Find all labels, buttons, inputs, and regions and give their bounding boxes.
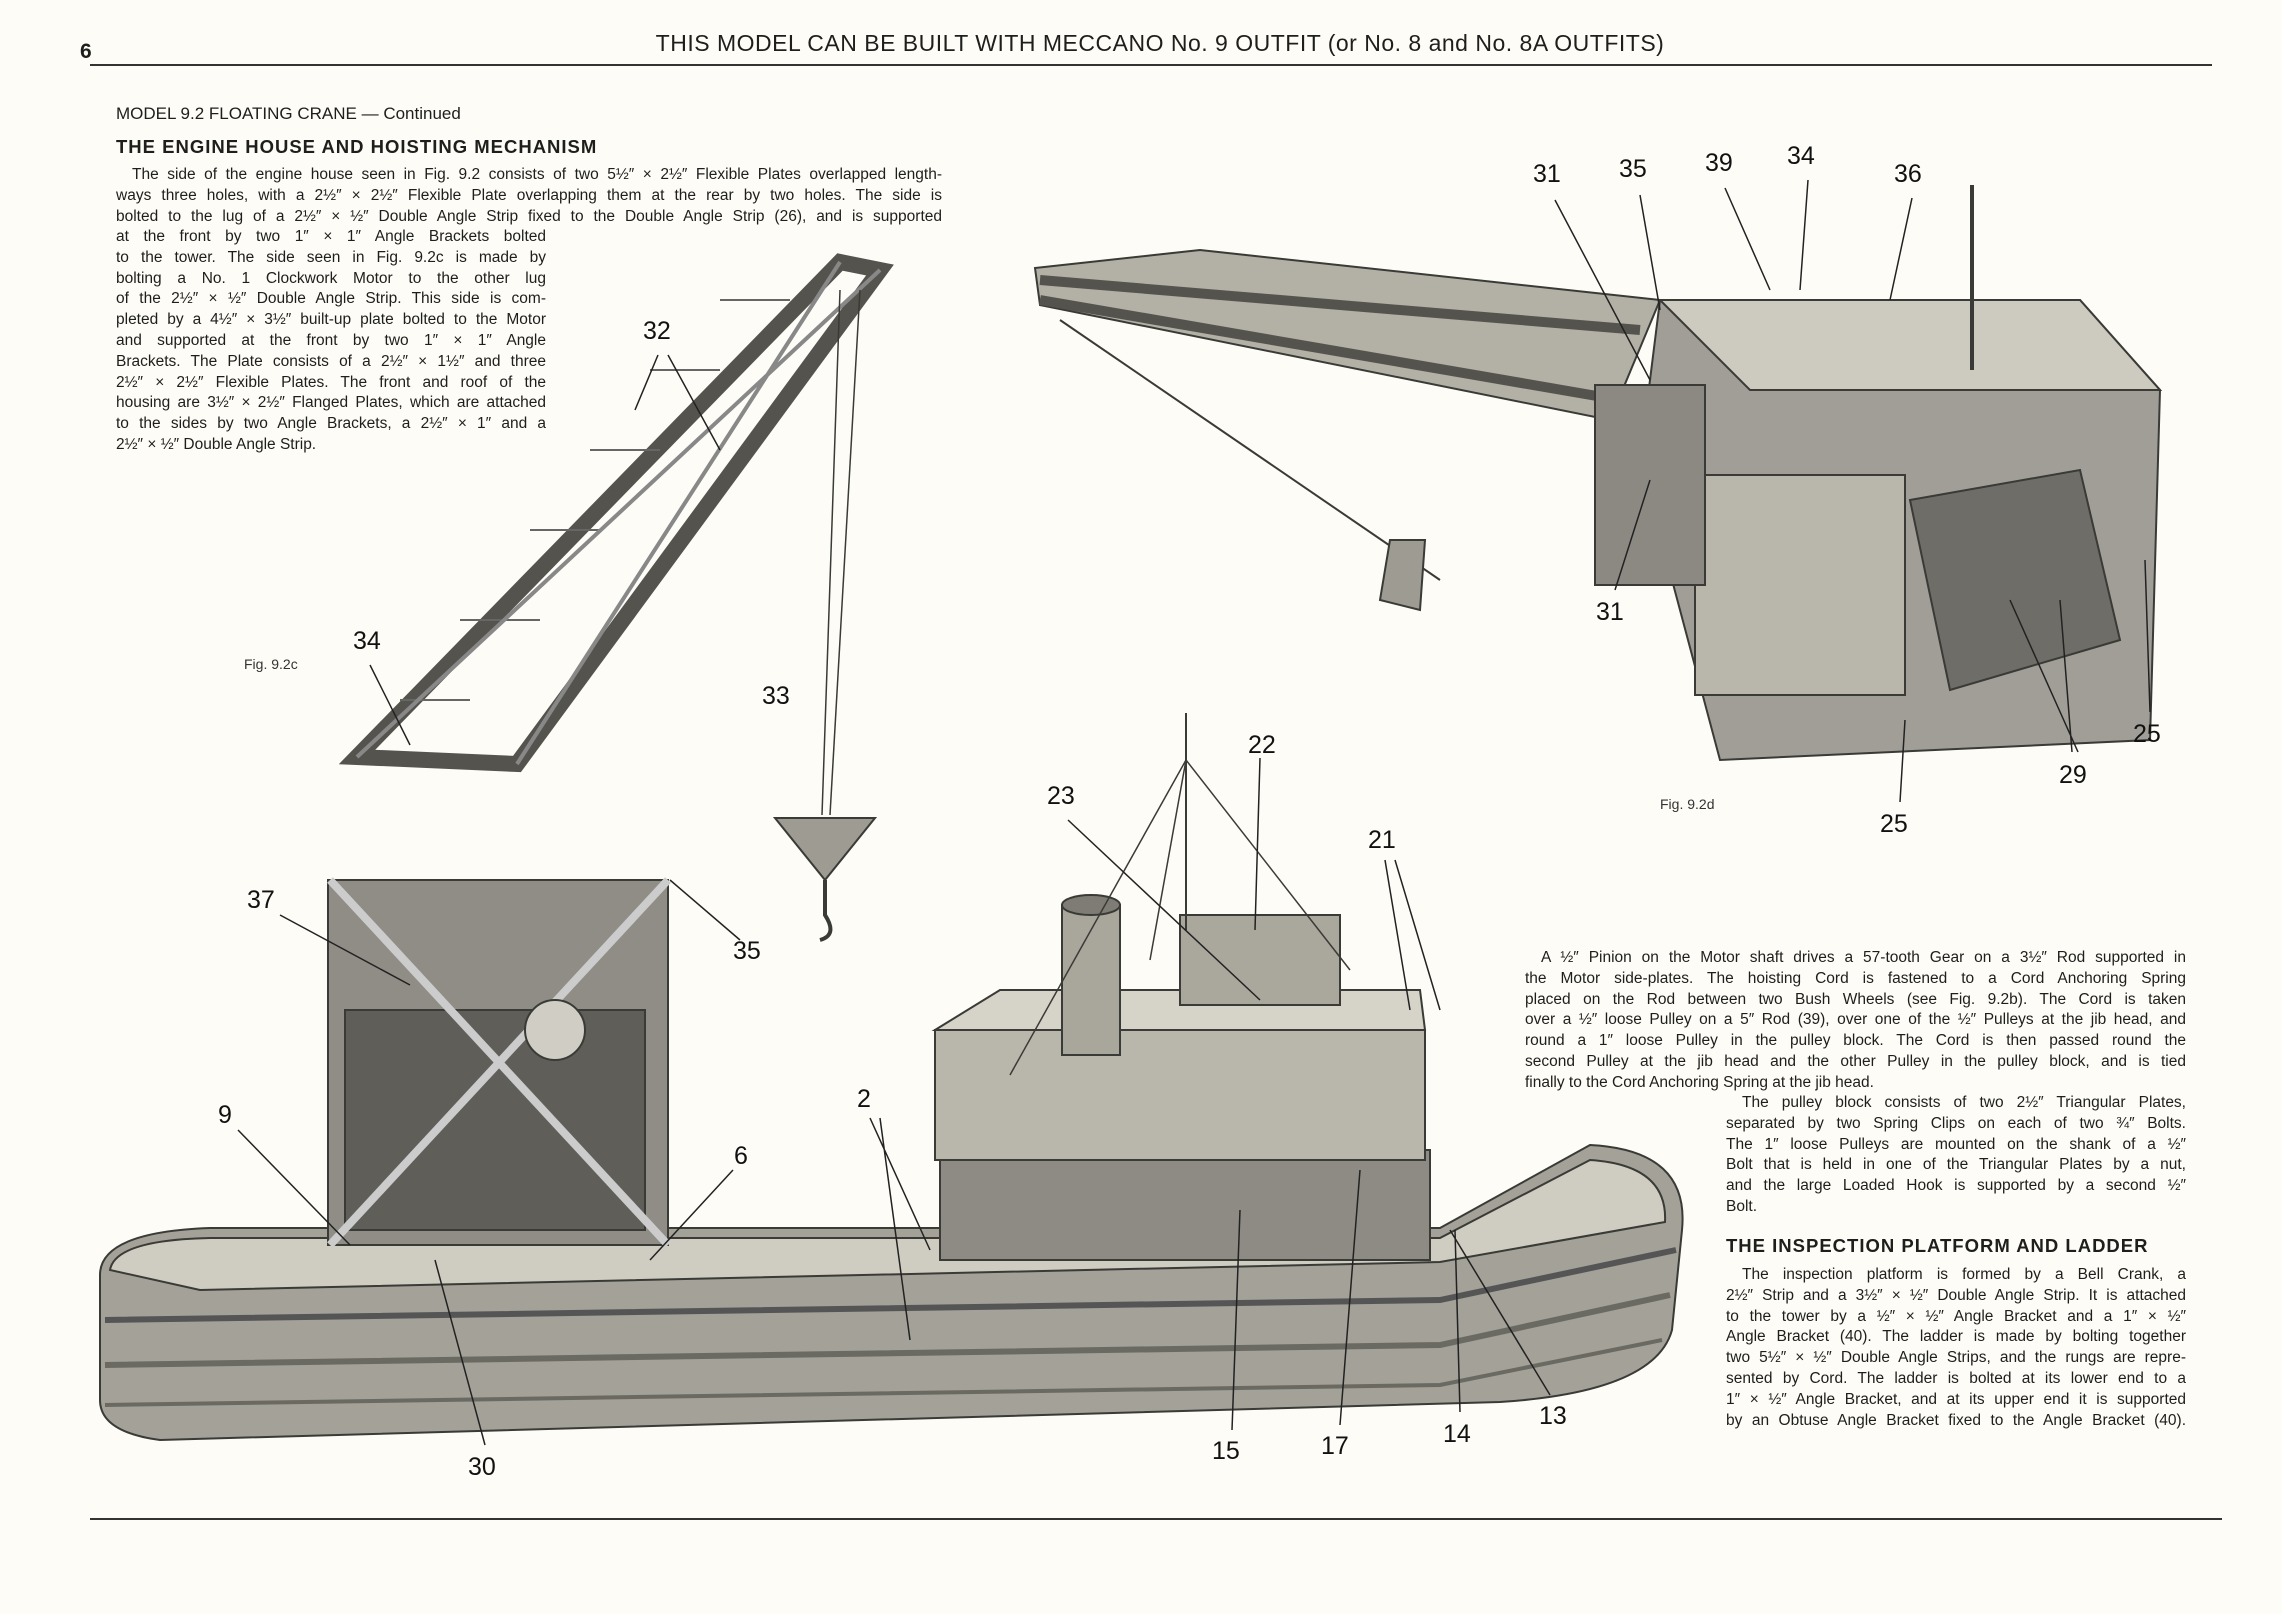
callout-32: 32 — [643, 317, 671, 345]
callout-36: 36 — [1894, 160, 1922, 188]
engine-house-paragraph-wide: The side of the engine house seen in Fig… — [116, 165, 942, 227]
callout-34-d: 34 — [1787, 142, 1815, 170]
text-line: bolting a No. 1 Clockwork Motor to the o… — [116, 269, 546, 287]
text-line: 2½″ × 2½″ Flexible Plates. The front and… — [116, 373, 546, 391]
callout-29: 29 — [2059, 761, 2087, 789]
callout-23: 23 — [1047, 782, 1075, 810]
inspection-platform-paragraph: The inspection platform is formed by a B… — [1726, 1265, 2186, 1431]
figure-caption-9-2c: Fig. 9.2c — [244, 656, 298, 672]
text-line: The inspection platform is formed by a B… — [1742, 1266, 2186, 1283]
callout-30: 30 — [468, 1453, 496, 1481]
callout-31-top: 31 — [1533, 160, 1561, 188]
callout-34: 34 — [353, 627, 381, 655]
callout-25-right: 25 — [2133, 720, 2161, 748]
callout-21: 21 — [1368, 826, 1396, 854]
text-line: separated by two Spring Clips on each of… — [1726, 1114, 2186, 1132]
callout-2: 2 — [857, 1085, 871, 1113]
engine-house-paragraph-narrow: at the front by two 1″ × 1″ Angle Bracke… — [116, 227, 546, 456]
text-line: ways three holes, with a 2½″ × 2½″ Flexi… — [116, 186, 942, 204]
footer-rule — [90, 1518, 2222, 1520]
page-number: 6 — [80, 40, 92, 63]
text-line: Brackets. The Plate consists of a 2½″ × … — [116, 352, 546, 370]
text-line: 2½″ Strip and a 3½″ × ½″ Double Angle St… — [1726, 1286, 2186, 1304]
text-line: bolted to the lug of a 2½″ × ½″ Double A… — [116, 207, 942, 225]
callout-6: 6 — [734, 1142, 748, 1170]
text-line: and supported at the front by two 1″ × 1… — [116, 331, 546, 349]
floating-crane-illustration — [99, 253, 1684, 1442]
callout-leaders — [237, 179, 2151, 1446]
text-line: The 1″ loose Pulleys are mounted on the … — [1726, 1135, 2186, 1153]
text-line: pleted by a 4½″ × 3½″ built-up plate bol… — [116, 311, 546, 329]
text-line: Bolt. — [1726, 1197, 1758, 1215]
text-line: The pulley block consists of two 2½″ Tri… — [1742, 1094, 2186, 1111]
callout-37: 37 — [247, 886, 275, 914]
model-subheading: MODEL 9.2 FLOATING CRANE — Continued — [116, 104, 461, 123]
text-line: to the tower. The side seen in Fig. 9.2c… — [116, 248, 546, 266]
text-line: Angle Bracket (40). The ladder is made b… — [1726, 1328, 2186, 1346]
text-line: over a ½″ loose Pulley on a 5″ Rod (39),… — [1525, 1011, 2186, 1029]
section-heading-engine-house: THE ENGINE HOUSE AND HOISTING MECHANISM — [116, 136, 598, 157]
callout-35-d: 35 — [1619, 155, 1647, 183]
pulley-block-paragraph: The pulley block consists of two 2½″ Tri… — [1726, 1093, 2186, 1218]
callout-25-bottom: 25 — [1880, 810, 1908, 838]
text-line: and the large Loaded Hook is supported b… — [1726, 1177, 2186, 1195]
callout-22: 22 — [1248, 731, 1276, 759]
text-line: second Pulley at the jib head and the ot… — [1525, 1052, 2186, 1070]
text-line: finally to the Cord Anchoring Spring at … — [1525, 1073, 1874, 1091]
text-line: to the tower by a ½″ × ½″ Angle Bracket … — [1726, 1307, 2186, 1325]
callout-17: 17 — [1321, 1432, 1349, 1460]
engine-house-illustration — [1033, 185, 2163, 762]
text-line: 1″ × ½″ Angle Bracket, and at its upper … — [1726, 1390, 2186, 1408]
text-line: by an Obtuse Angle Bracket fixed to the … — [1726, 1411, 2186, 1429]
text-line: housing are 3½″ × 2½″ Flanged Plates, wh… — [116, 394, 546, 412]
text-line: round a 1″ loose Pulley in the pulley bl… — [1525, 1032, 2186, 1050]
text-line: Bolt that is held in one of the Triangul… — [1726, 1156, 2186, 1174]
text-line: the Motor side-plates. The hoisting Cord… — [1525, 969, 2186, 987]
hoisting-paragraph: A ½″ Pinion on the Motor shaft drives a … — [1525, 948, 2186, 1094]
callout-14: 14 — [1443, 1420, 1471, 1448]
text-line: placed on the Rod between two Bush Wheel… — [1525, 990, 2186, 1008]
text-line: 2½″ × ½″ Double Angle Strip. — [116, 435, 317, 453]
text-line: of the 2½″ × ½″ Double Angle Strip. This… — [116, 290, 546, 308]
callout-39: 39 — [1705, 149, 1733, 177]
callout-35: 35 — [733, 937, 761, 965]
callout-15: 15 — [1212, 1437, 1240, 1465]
text-line: two 5½″ × ½″ Double Angle Strips, and th… — [1726, 1349, 2186, 1367]
callout-9: 9 — [218, 1101, 232, 1129]
text-line: The side of the engine house seen in Fig… — [132, 166, 942, 183]
callout-13: 13 — [1539, 1402, 1567, 1430]
callout-33: 33 — [762, 682, 790, 710]
text-line: sented by Cord. The ladder is bolted at … — [1726, 1369, 2186, 1387]
text-line: at the front by two 1″ × 1″ Angle Bracke… — [116, 228, 546, 245]
callout-31-bottom: 31 — [1596, 598, 1624, 626]
text-line: to the sides by two Angle Brackets, a 2½… — [116, 415, 546, 433]
text-line: A ½″ Pinion on the Motor shaft drives a … — [1541, 949, 2186, 966]
section-heading-inspection-platform: THE INSPECTION PLATFORM AND LADDER — [1726, 1235, 2149, 1256]
page-header-title: THIS MODEL CAN BE BUILT WITH MECCANO No.… — [655, 30, 1665, 56]
figure-caption-9-2d: Fig. 9.2d — [1660, 796, 1715, 812]
header-rule — [90, 64, 2212, 66]
